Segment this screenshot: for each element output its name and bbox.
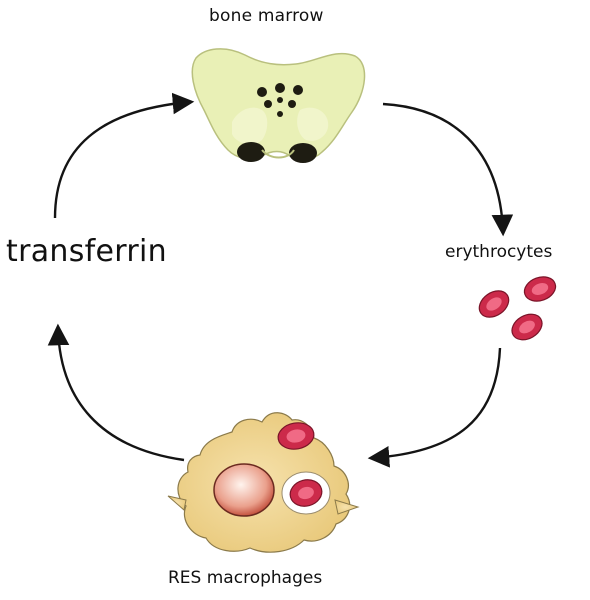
arrow-transferrin-to-bone [53, 92, 195, 219]
red-blood-cells-icon [478, 276, 557, 341]
erythrocytes-label: erythrocytes [445, 242, 553, 262]
transferrin-label: transferrin [6, 234, 167, 269]
res-macrophages-label: RES macrophages [168, 568, 323, 588]
pelvis-bone-icon [191, 48, 366, 163]
bone-marrow-label: bone marrow [209, 6, 324, 26]
arrow-bone-to-erythrocytes [382, 102, 514, 237]
arrow-macrophages-to-transferrin [47, 323, 185, 462]
arrow-erythrocytes-to-macrophages [367, 347, 502, 468]
macrophage-icon [167, 412, 360, 553]
